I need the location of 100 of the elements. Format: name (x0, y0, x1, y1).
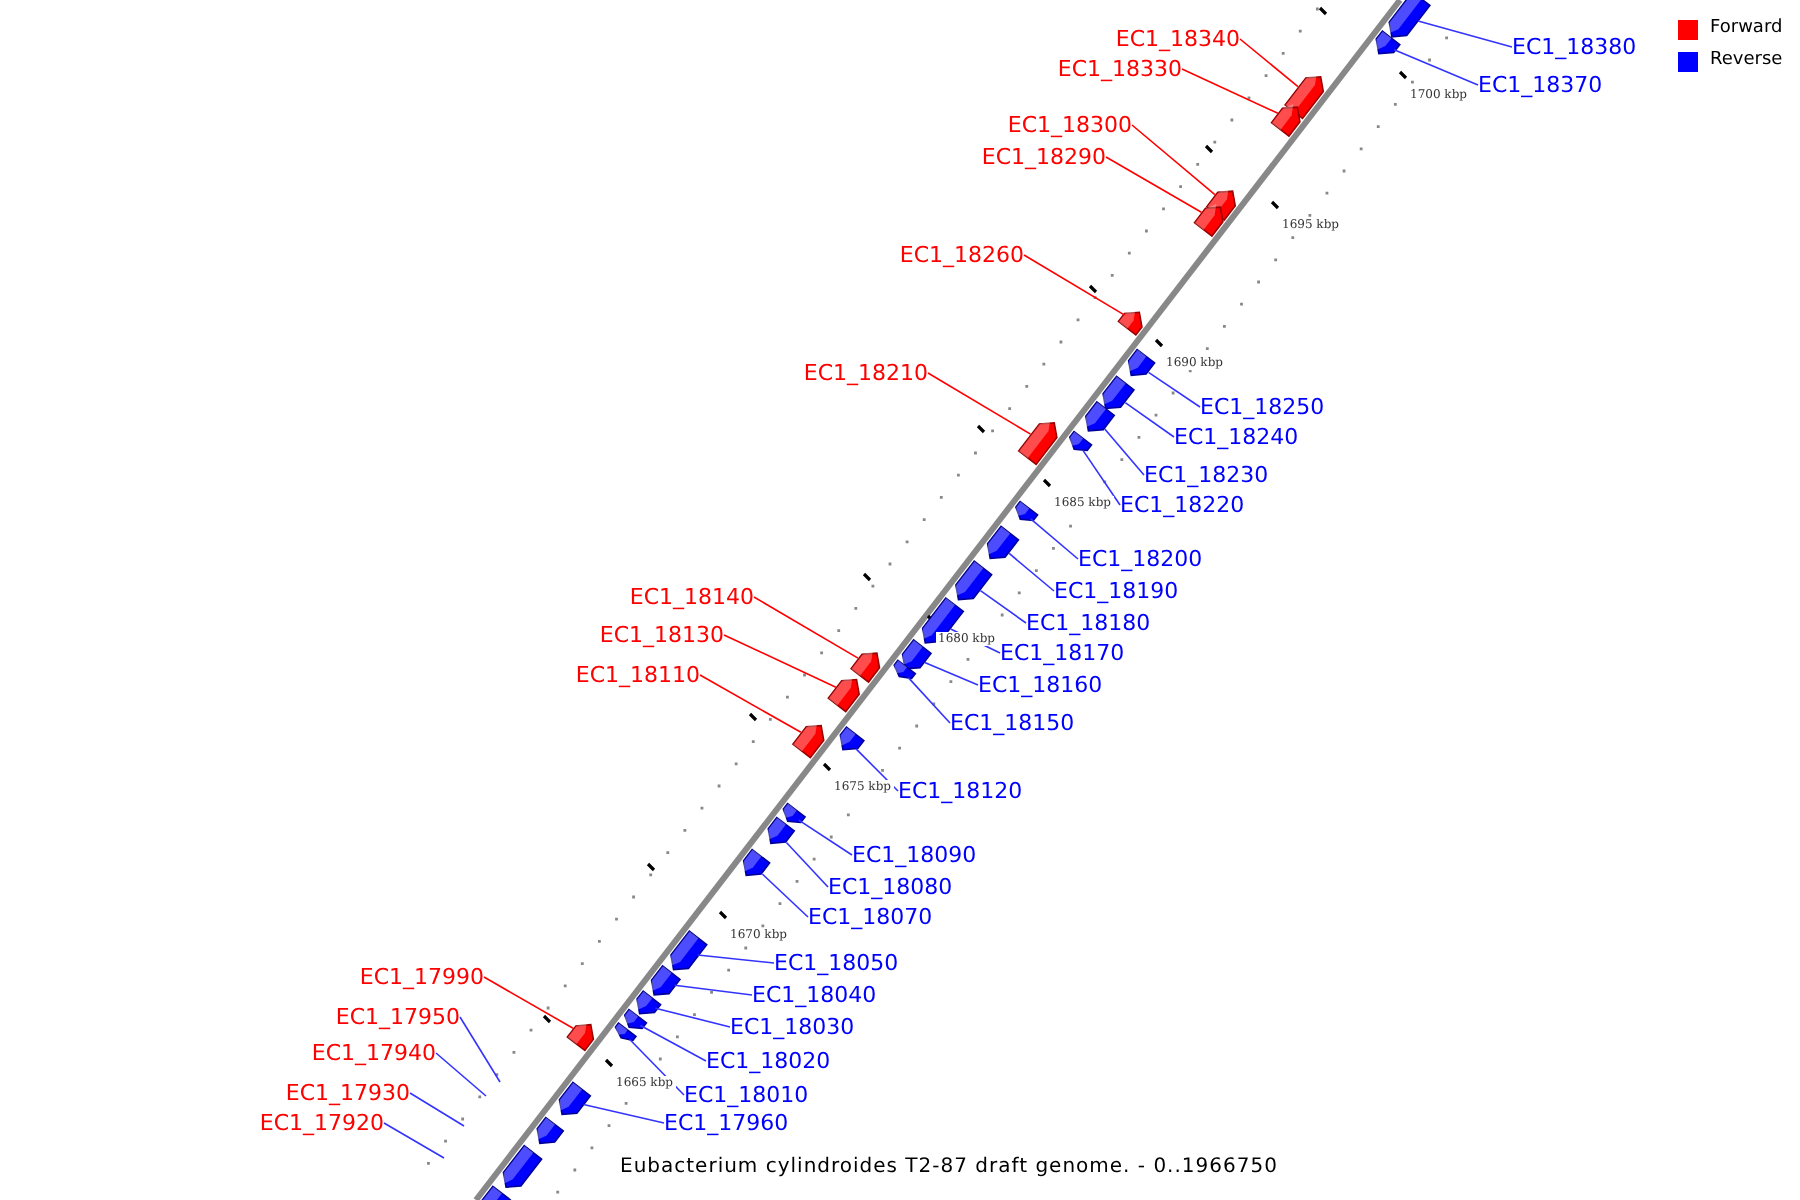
gene-block (1017, 419, 1058, 466)
gene-block (1374, 30, 1401, 55)
leader-line (409, 1092, 465, 1127)
leader-line (639, 1024, 707, 1062)
leader-line (435, 1052, 487, 1097)
leader-line (1124, 401, 1175, 438)
leader-line (654, 1007, 731, 1028)
gene-block (791, 722, 825, 759)
gene-label: EC1_18050 (774, 950, 899, 976)
leader-line (696, 954, 775, 964)
gene-label: EC1_18370 (1478, 72, 1603, 98)
leader-line (582, 1103, 665, 1124)
legend-label: Reverse (1710, 50, 1783, 72)
leader-line (855, 748, 899, 792)
gene-label: EC1_17950 (335, 1004, 460, 1030)
gene-block (650, 964, 682, 996)
legend-label: Forward (1710, 18, 1783, 40)
gene-label: EC1_18020 (706, 1048, 831, 1074)
gene-block (623, 1008, 648, 1030)
gene-label: EC1_18250 (1200, 394, 1325, 420)
gene-block (742, 848, 771, 877)
leader-line (483, 976, 574, 1030)
leader-line (1105, 156, 1203, 214)
gene-block (838, 726, 865, 751)
gene-block (669, 930, 708, 971)
leader-line (1147, 371, 1201, 408)
gene-block (614, 1021, 638, 1042)
leader-line (699, 674, 802, 734)
gene-block (635, 990, 662, 1015)
gene-block (849, 650, 881, 684)
gene-block (1387, 0, 1431, 38)
gene-label: EC1_18220 (1120, 492, 1245, 518)
gene-label: EC1_18240 (1174, 424, 1299, 450)
gene-block (986, 525, 1020, 560)
leader-line (723, 634, 837, 688)
gene-label: EC1_18120 (898, 778, 1023, 804)
gene-label: EC1_18160 (978, 672, 1103, 698)
gene-block (558, 1081, 592, 1116)
gene-label: EC1_18080 (828, 874, 953, 900)
gene-label: EC1_18330 (1057, 56, 1182, 82)
gene-block (766, 816, 796, 845)
leader-line (1393, 48, 1479, 86)
leader-line (1103, 428, 1145, 476)
leader-line (907, 676, 951, 724)
leader-line (1023, 254, 1126, 316)
gene-label: EC1_18110 (575, 662, 700, 688)
gene-label: EC1_18210 (803, 360, 928, 386)
gene-label: EC1_18190 (1054, 578, 1179, 604)
gene-block (921, 596, 965, 644)
leader-line (459, 1016, 501, 1083)
gene-block (1270, 104, 1301, 138)
gene-label: EC1_17960 (664, 1110, 789, 1136)
leader-line (673, 984, 753, 996)
gene-label: EC1_18030 (730, 1014, 855, 1040)
leader-line (785, 841, 829, 888)
gene-block (1117, 309, 1143, 336)
gene-label: EC1_18300 (1007, 112, 1132, 138)
leader-line (1131, 124, 1216, 196)
leader-line (1082, 449, 1121, 506)
gene-block (502, 1144, 543, 1189)
leader-line (927, 372, 1032, 435)
gene-label: EC1_18140 (629, 584, 754, 610)
gene-block (478, 1185, 512, 1200)
gene-block (566, 1021, 595, 1052)
gene-label: EC1_18170 (1000, 640, 1125, 666)
gene-label: EC1_17920 (259, 1110, 384, 1136)
gene-block (1068, 430, 1093, 452)
gene-label: EC1_18230 (1144, 462, 1269, 488)
leader-line (797, 819, 853, 856)
leader-line (761, 873, 809, 918)
gene-label: EC1_18180 (1026, 610, 1151, 636)
leader-line (923, 661, 979, 686)
gene-block (1193, 204, 1224, 238)
gene-label: EC1_18090 (852, 842, 977, 868)
leader-line (1029, 518, 1079, 560)
leader-line (753, 596, 859, 659)
gene-label: EC1_18070 (808, 904, 933, 930)
gene-label: EC1_18130 (599, 622, 724, 648)
leader-line (979, 589, 1027, 624)
gene-block (954, 560, 993, 601)
gene-block (1283, 73, 1325, 120)
gene-block (1101, 375, 1136, 410)
gene-label: EC1_18260 (899, 242, 1024, 268)
leader-line (1008, 552, 1055, 592)
gene-label: EC1_17940 (311, 1040, 436, 1066)
gene-block (893, 659, 917, 680)
gene-label: EC1_17930 (285, 1080, 410, 1106)
gene-block (1127, 348, 1156, 377)
leader-line (383, 1122, 445, 1159)
caption: Eubacterium cylindroides T2-87 draft genome. - 0..1966750 (620, 1156, 1278, 1180)
gene-label: EC1_18150 (950, 710, 1075, 736)
leader-line (1181, 68, 1279, 114)
gene-label: EC1_17990 (359, 964, 484, 990)
gene-label: EC1_18380 (1512, 34, 1637, 60)
gene-label: EC1_18200 (1078, 546, 1203, 572)
leader-line (1239, 38, 1299, 88)
gene-label: EC1_18010 (684, 1082, 809, 1108)
gene-label: EC1_18340 (1115, 26, 1240, 52)
gene-label: EC1_18040 (752, 982, 877, 1008)
gene-block (1014, 500, 1039, 522)
